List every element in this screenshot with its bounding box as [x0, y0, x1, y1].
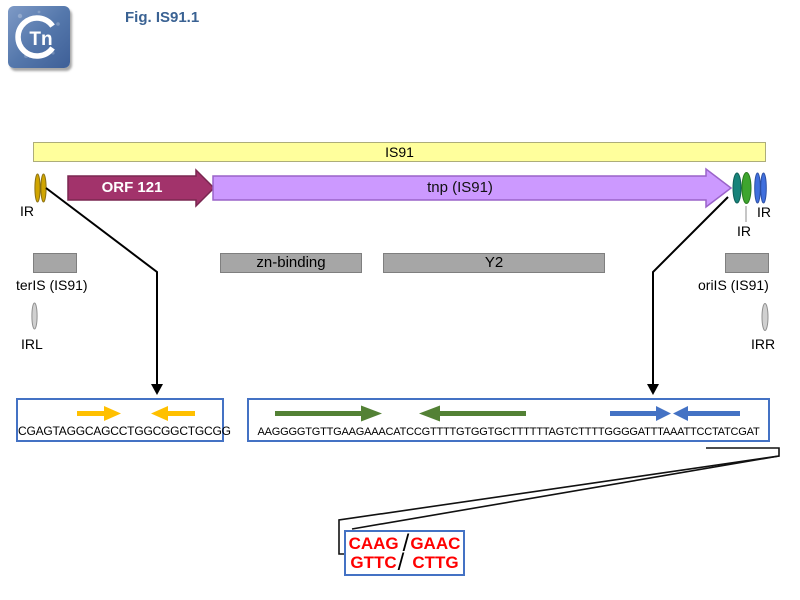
irl-marker	[31, 302, 38, 330]
ir-right-green-marker	[741, 172, 752, 204]
core-tetranucleotide-box: CAAG / GAAC GTTC / CTTG	[344, 530, 465, 576]
is91-span-label: IS91	[385, 144, 414, 160]
y2-label: Y2	[484, 254, 504, 271]
right-ir-callout-arrowhead	[647, 384, 659, 395]
core-bottom-left: GTTC	[350, 553, 397, 572]
irr-marker	[761, 303, 769, 331]
tnp-label: tnp (IS91)	[427, 179, 493, 196]
core-top-right: GAAC	[410, 534, 461, 553]
teris-label: terIS (IS91)	[16, 277, 88, 293]
core-row-top: CAAG / GAAC	[346, 531, 463, 555]
logo-c-ring	[15, 15, 55, 59]
left-ir-callout-arrowhead	[151, 384, 163, 395]
teris-sequence-box: CGAGTAGGCAGCCTGGCGGCTGCGG	[16, 398, 231, 442]
oriis-domain-box	[725, 253, 769, 273]
oriis-sequence-box: AAGGGGTGTTGAAGAAACATCCGTTTTGTGGTGCTTTTTT…	[247, 398, 770, 442]
ir-right-teal-marker	[732, 172, 742, 204]
irr-label: IRR	[751, 336, 776, 352]
zn-binding-domain-box: zn-binding	[220, 253, 362, 273]
ir-right-blue-marker-1	[754, 172, 761, 204]
oriis-sequence-text: AAGGGGTGTTGAAGAAACATCCGTTTTGTGGTGCTTTTTT…	[257, 426, 760, 438]
ir-right-blue-marker-2	[760, 172, 767, 204]
logo-text: Tn	[29, 29, 52, 50]
core-row-bottom: GTTC / CTTG	[346, 548, 463, 576]
teris-sequence-text: CGAGTAGGCAGCCTGGCGGCTGCGG	[18, 424, 231, 438]
core-bottom-right: CTTG	[412, 553, 459, 572]
tn-registry-logo: Tn	[8, 6, 70, 68]
oriis-label: oriIS (IS91)	[698, 277, 769, 293]
ir-left-marker-2	[40, 173, 47, 203]
core-slash-bottom: /	[397, 548, 405, 576]
teris-domain-box	[33, 253, 77, 273]
tn-logo-graphic: Tn	[8, 6, 70, 68]
core-bracket-connector-lower	[351, 455, 780, 530]
is91-span-bar: IS91	[33, 142, 766, 162]
ir-right-inner-label: IR	[737, 223, 751, 239]
ir-left-marker-1	[34, 173, 41, 203]
figure-title: Fig. IS91.1	[125, 9, 200, 26]
core-top-left: CAAG	[348, 534, 399, 553]
orf121-label: ORF 121	[101, 179, 163, 196]
ir-left-label: IR	[20, 203, 34, 219]
y2-domain-box: Y2	[383, 253, 605, 273]
irl-label: IRL	[21, 336, 43, 352]
zn-binding-label: zn-binding	[256, 254, 326, 271]
ir-right-outer-label: IR	[757, 204, 771, 220]
